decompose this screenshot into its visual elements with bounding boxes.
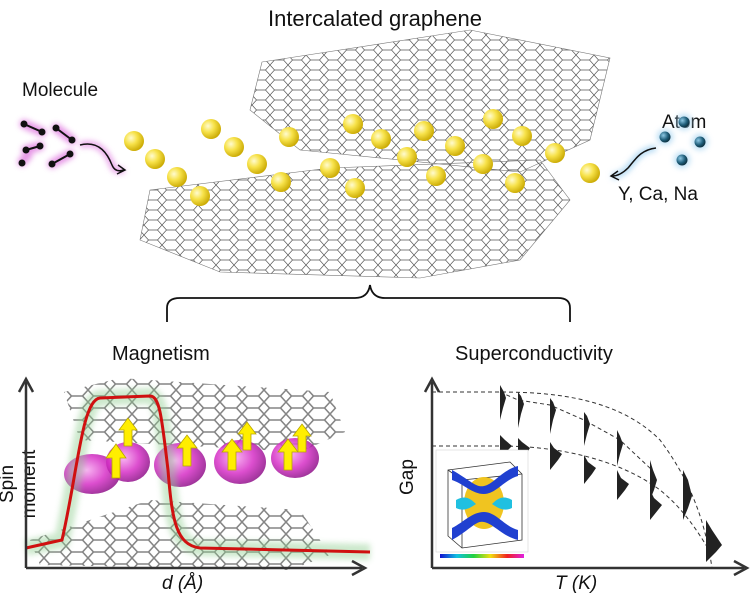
intercalant-atom xyxy=(371,129,391,149)
intercalant-atom xyxy=(190,186,210,206)
intercalant-atom xyxy=(397,147,417,167)
molecule-group xyxy=(17,119,127,175)
spin-arrows xyxy=(105,417,312,479)
molecule-arrow xyxy=(79,141,125,174)
superconductivity-panel xyxy=(423,376,750,577)
intercalant-atom xyxy=(414,121,434,141)
atom-group xyxy=(609,114,708,181)
intercalant-atom xyxy=(224,137,244,157)
color-scale-bar xyxy=(440,554,524,558)
intercalant-atom xyxy=(345,178,365,198)
gap-distributions xyxy=(500,385,722,562)
spin-moment-curve xyxy=(25,394,371,554)
intercalant-atom xyxy=(426,166,446,186)
intercalant-atoms xyxy=(124,109,600,206)
intercalant-atom xyxy=(124,131,144,151)
temperature-axis-label: T (K) xyxy=(555,573,598,594)
molecule-label: Molecule xyxy=(22,80,99,101)
intercalant-atom xyxy=(483,109,503,129)
intercalant-atom xyxy=(545,143,565,163)
intercalant-atom xyxy=(473,154,493,174)
superconductivity-title: Superconductivity xyxy=(455,343,613,365)
atom-arrow xyxy=(611,145,657,179)
magnetism-panel xyxy=(17,376,371,577)
diagram-title: Intercalated graphene xyxy=(267,6,483,31)
magnetism-title: Magnetism xyxy=(112,343,210,365)
intercalant-atom xyxy=(580,163,600,183)
lower-graphene-sheet xyxy=(139,159,571,279)
intercalant-atom xyxy=(271,172,291,192)
intercalant-atom xyxy=(512,126,532,146)
intercalant-atom xyxy=(167,167,187,187)
intercalant-atom xyxy=(505,173,525,193)
intercalant-atom xyxy=(343,114,363,134)
curly-brace xyxy=(166,284,571,322)
intercalant-atom xyxy=(201,119,221,139)
intercalant-atom xyxy=(445,136,465,156)
intercalant-atom xyxy=(145,149,165,169)
distance-axis-label: d (Å) xyxy=(162,573,204,594)
fermi-surface-inset xyxy=(435,449,529,558)
intercalant-atom xyxy=(279,127,299,147)
intercalant-atom xyxy=(247,154,267,174)
upper-gap-trend xyxy=(499,391,653,471)
intercalant-atom xyxy=(320,158,340,178)
atom-elements-label: Y, Ca, Na xyxy=(618,184,698,205)
